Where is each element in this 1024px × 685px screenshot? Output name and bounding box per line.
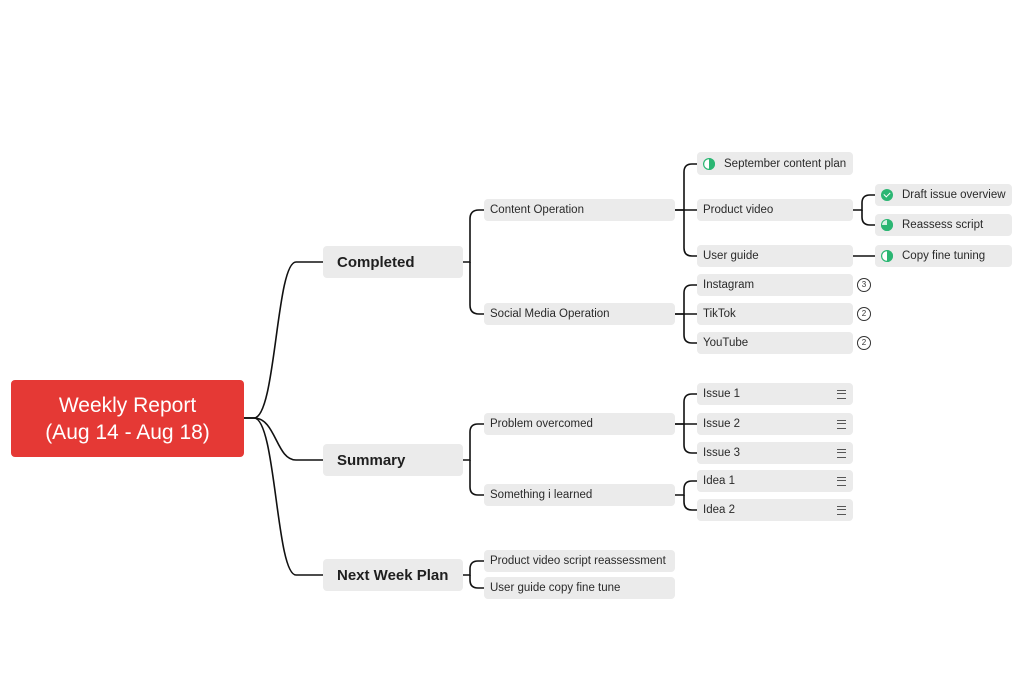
node-social-media-operation[interactable]: Social Media Operation bbox=[484, 303, 675, 325]
node-september-content-plan[interactable]: September content plan bbox=[697, 152, 853, 175]
node-youtube[interactable]: YouTube bbox=[697, 332, 853, 354]
count-badge-icon[interactable]: 3 bbox=[857, 278, 871, 292]
node-completed[interactable]: Completed bbox=[323, 246, 463, 278]
node-label: Idea 2 bbox=[703, 504, 735, 516]
note-lines-icon[interactable] bbox=[837, 506, 846, 515]
node-label: Product video script reassessment bbox=[490, 555, 666, 567]
count-badge-icon[interactable]: 2 bbox=[857, 307, 871, 321]
node-copy-fine-tuning[interactable]: Copy fine tuning bbox=[875, 245, 1012, 267]
node-user-guide[interactable]: User guide bbox=[697, 245, 853, 267]
node-label: Issue 1 bbox=[703, 388, 741, 400]
node-next-week-item-1[interactable]: Product video script reassessment bbox=[484, 550, 675, 572]
node-content-operation[interactable]: Content Operation bbox=[484, 199, 675, 221]
node-label: User guide copy fine tune bbox=[490, 582, 621, 594]
note-lines-icon[interactable] bbox=[837, 390, 846, 399]
node-label: Instagram bbox=[703, 279, 755, 291]
node-label: Idea 1 bbox=[703, 475, 735, 487]
node-idea-2[interactable]: Idea 2 bbox=[697, 499, 853, 521]
node-label: TikTok bbox=[703, 308, 736, 320]
node-label: Next Week Plan bbox=[337, 566, 449, 584]
node-issue-2[interactable]: Issue 2 bbox=[697, 413, 853, 435]
node-product-video[interactable]: Product video bbox=[697, 199, 853, 221]
node-tiktok[interactable]: TikTok bbox=[697, 303, 853, 325]
count-badge-icon[interactable]: 2 bbox=[857, 336, 871, 350]
check-circle-icon[interactable] bbox=[881, 189, 893, 201]
node-reassess-script[interactable]: Reassess script bbox=[875, 214, 1012, 236]
node-issue-1[interactable]: Issue 1 bbox=[697, 383, 853, 405]
note-lines-icon[interactable] bbox=[837, 449, 846, 458]
node-label: Social Media Operation bbox=[490, 308, 610, 320]
node-problem-overcomed[interactable]: Problem overcomed bbox=[484, 413, 675, 435]
node-label: Content Operation bbox=[490, 204, 584, 216]
task-progress-icon[interactable] bbox=[881, 219, 893, 231]
root-title-line1: Weekly Report bbox=[58, 393, 197, 417]
note-lines-icon[interactable] bbox=[837, 477, 846, 486]
node-instagram[interactable]: Instagram bbox=[697, 274, 853, 296]
node-label: Reassess script bbox=[902, 219, 984, 231]
node-label: Product video bbox=[703, 204, 774, 216]
node-label: Something i learned bbox=[490, 489, 593, 501]
node-label: Issue 3 bbox=[703, 447, 741, 459]
node-idea-1[interactable]: Idea 1 bbox=[697, 470, 853, 492]
node-label: Issue 2 bbox=[703, 418, 741, 430]
node-label: Completed bbox=[337, 253, 415, 271]
node-issue-3[interactable]: Issue 3 bbox=[697, 442, 853, 464]
node-label: Problem overcomed bbox=[490, 418, 593, 430]
node-label: User guide bbox=[703, 250, 759, 262]
task-progress-icon[interactable] bbox=[881, 250, 893, 262]
node-label: Draft issue overview bbox=[902, 189, 1006, 201]
node-label: Copy fine tuning bbox=[902, 250, 986, 262]
task-progress-icon[interactable] bbox=[703, 157, 715, 170]
node-draft-issue-overview[interactable]: Draft issue overview bbox=[875, 184, 1012, 206]
node-label: YouTube bbox=[703, 337, 749, 349]
node-something-learned[interactable]: Something i learned bbox=[484, 484, 675, 506]
root-node[interactable]: Weekly Report (Aug 14 - Aug 18) bbox=[11, 380, 244, 457]
root-title-line2: (Aug 14 - Aug 18) bbox=[45, 420, 210, 444]
node-summary[interactable]: Summary bbox=[323, 444, 463, 476]
node-label: Summary bbox=[337, 451, 406, 469]
node-next-week-item-2[interactable]: User guide copy fine tune bbox=[484, 577, 675, 599]
note-lines-icon[interactable] bbox=[837, 420, 846, 429]
node-next-week-plan[interactable]: Next Week Plan bbox=[323, 559, 463, 591]
node-label: September content plan bbox=[724, 157, 847, 170]
